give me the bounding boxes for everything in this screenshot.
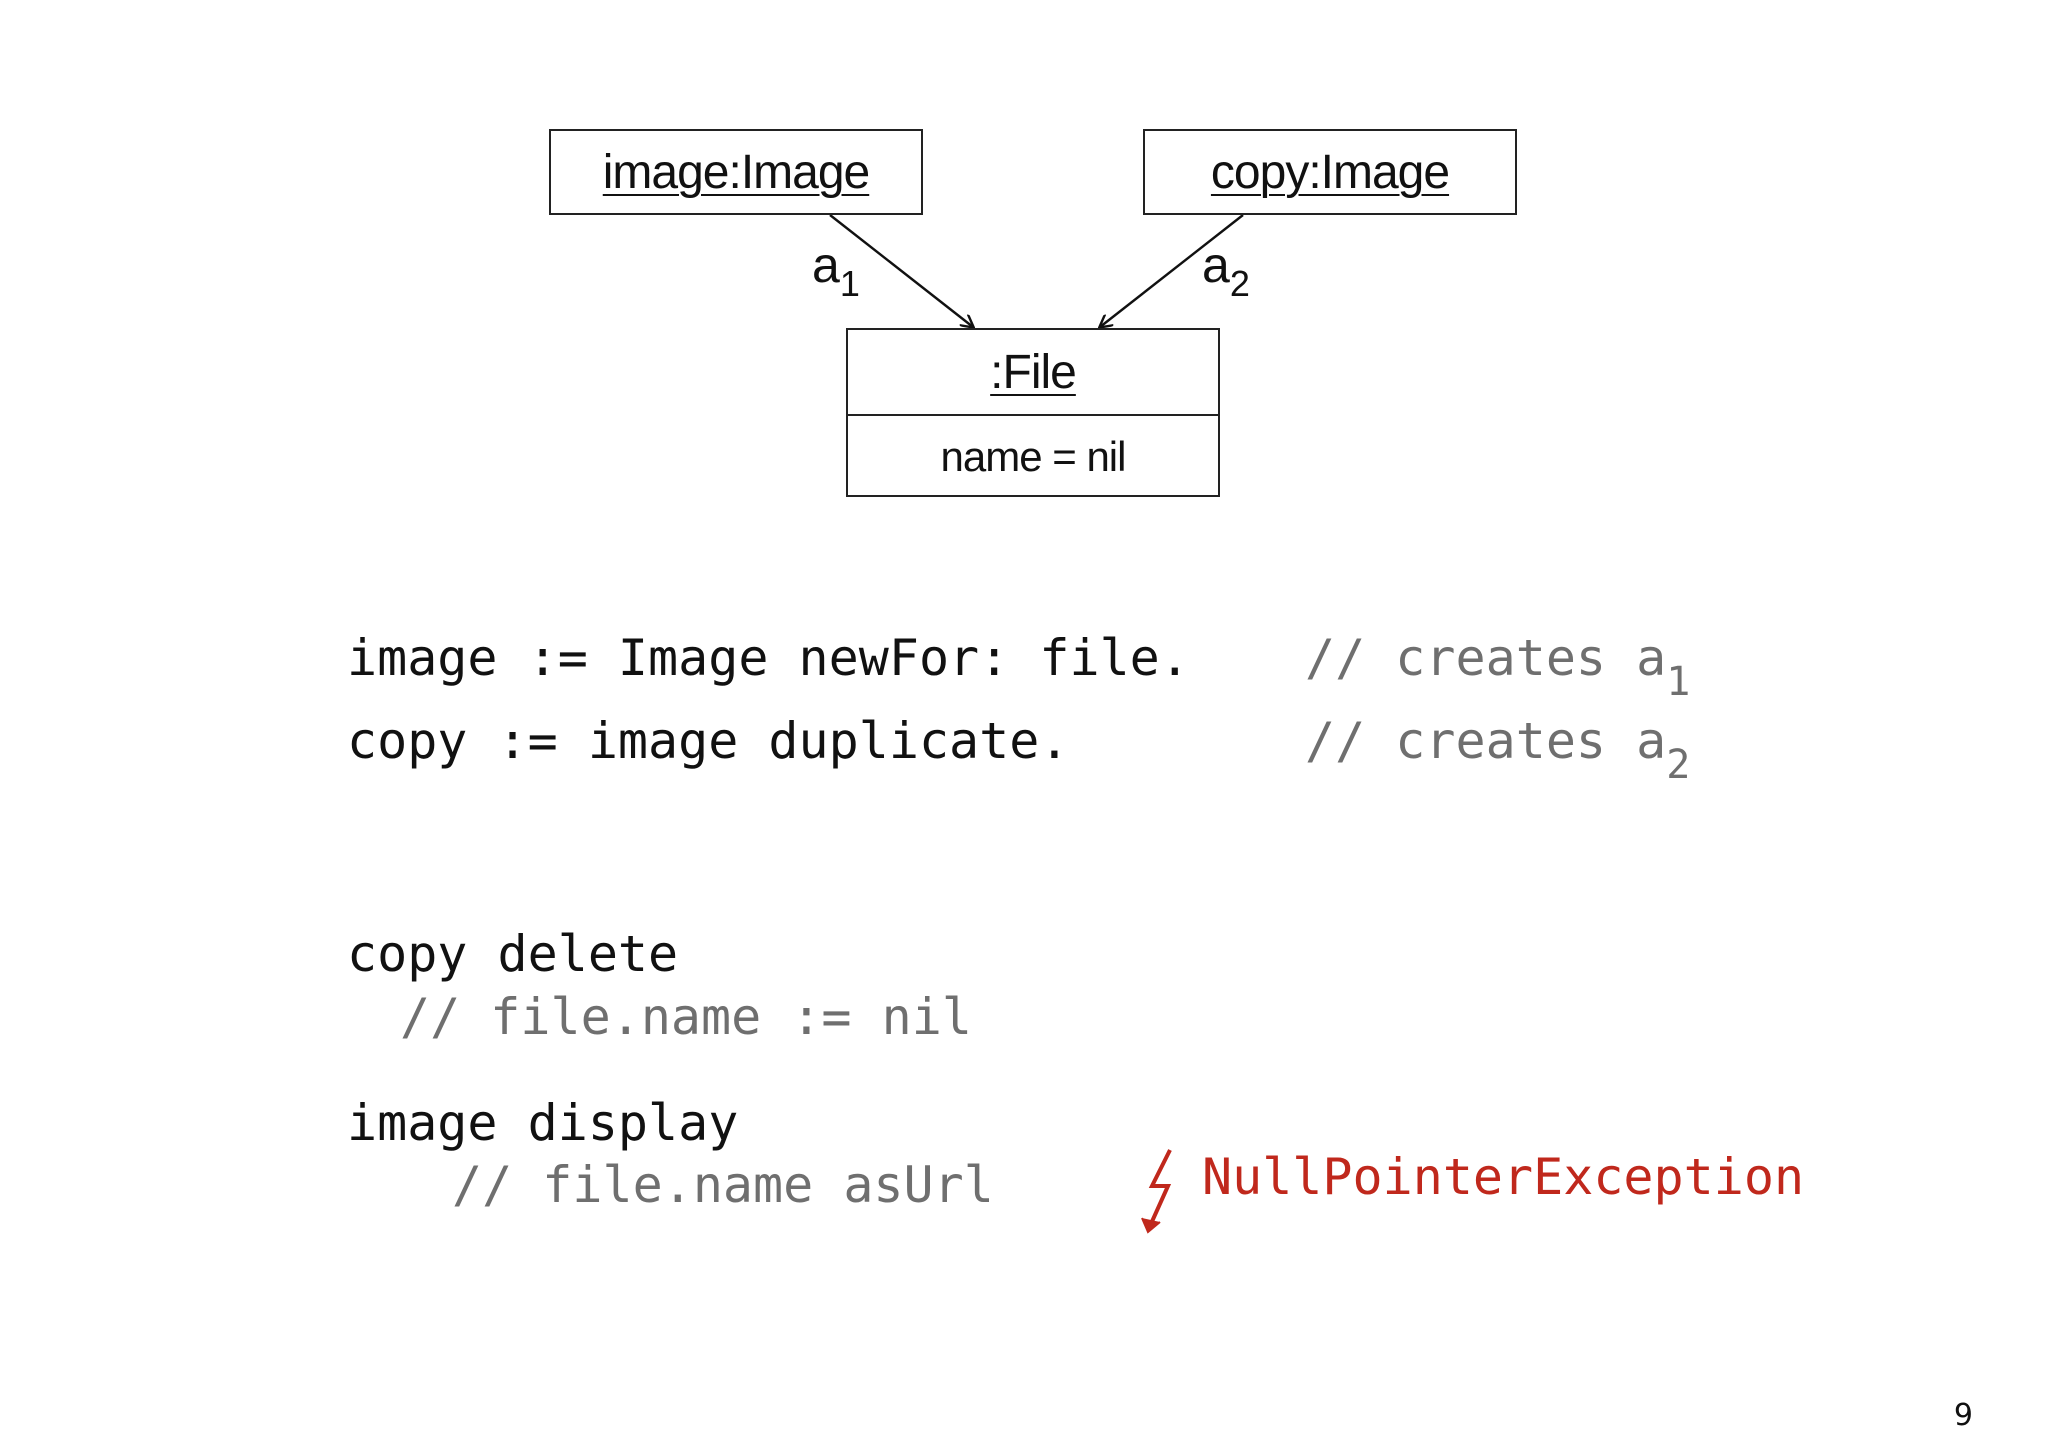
association-a1-base: a [812,237,840,293]
association-a2-index: 2 [1229,263,1250,304]
association-a2-label: a2 [1202,236,1250,305]
comment-subscript: 2 [1666,742,1691,788]
code-line-2: copy := image duplicate. [347,712,1070,770]
association-a1-index: 1 [839,263,860,304]
object-file-title: :File [848,330,1218,416]
code-line-4-comment: // file.name := nil [400,988,972,1046]
comment-text: // creates a [1305,629,1667,687]
code-line-1: image := Image newFor: file. [347,629,1190,687]
object-copy: copy:Image [1143,129,1517,215]
object-image: image:Image [549,129,923,215]
object-file: :File name = nil [846,328,1220,497]
error-message: NullPointerException [1202,1148,1805,1206]
object-file-attribute: name = nil [940,432,1127,480]
lightning-bolt-icon [1141,1149,1172,1234]
code-line-5: image display [347,1094,739,1152]
object-image-title: image:Image [602,145,870,199]
association-a2-base: a [1202,237,1230,293]
comment-subscript: 1 [1666,659,1691,705]
code-line-6-comment: // file.name asUrl [452,1156,994,1214]
association-a1-label: a1 [812,236,860,305]
code-line-3: copy delete [347,925,679,983]
code-line-2-comment: // creates a2 [1305,716,1690,785]
comment-text: // creates a [1305,712,1667,770]
object-copy-title: copy:Image [1210,145,1450,199]
code-line-1-comment: // creates a1 [1305,633,1690,702]
page-number: 9 [1953,1398,1973,1433]
